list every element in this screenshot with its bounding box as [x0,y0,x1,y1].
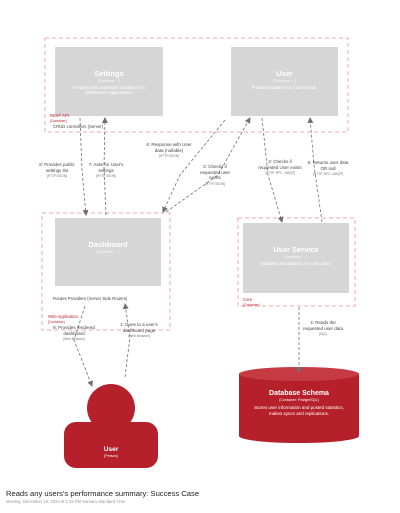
rest-api-tag-label: REST API [50,113,69,118]
user-container-type: [Container: ...] [273,79,296,83]
relationship-6-text: 6: Response with User data (nullable) [146,142,192,153]
web-app-tag: Web Application [Container] [48,314,78,324]
core-boundary [237,217,356,307]
database-description: Stores user information and posted stati… [254,405,344,416]
relationship-2-text: 2: Checks if requested user exists [199,164,231,181]
relationship-2-line [165,117,251,213]
user-container-title: User [276,69,293,78]
relationship-7-line [101,117,108,216]
relationship-8-text: 8: Provides public settings list [39,162,75,173]
relationship-2-label: 2: Checks if requested user exists [HTTP… [194,164,236,186]
relationship-3-line [261,117,284,223]
person-title: User [103,446,119,453]
relationship-1-text: 1: Goes to a user's dashboard page [120,322,158,333]
relationship-8-tech: [HTTP/JSON] [46,174,68,179]
database-cylinder [239,367,359,443]
database-title: Database Schema [269,390,329,397]
rest-api-label: CRUD controllers (Server) [53,124,104,129]
relationship-5-text: 5: Returns user data OR null [307,160,349,171]
dashboard-title: Dashboard [88,240,128,249]
relationship-8-label: 8: Provides public settings list [HTTP/J… [34,162,80,178]
relationship-6-label: 6: Response with User data (nullable) [H… [146,142,192,158]
relationship-5-label: 5: Returns user data OR null [HTTP, RPC,… [304,160,352,176]
relationship-9-label: 9: Provides rendered dashboard [Web Brow… [52,325,96,341]
core-tag-sub: [Container] [243,303,260,308]
user-container-description: Provides handlers for a user's data. [251,85,318,90]
diagram-title: Reads any users's performance summary: S… [6,489,200,498]
user-service-description: Validates and initiates user use cases. [260,261,332,266]
user-service-title: User Service [273,245,319,254]
relationship-7-text: 7: Asks for User's settings [88,162,124,173]
diagram-timestamp: Monday, December 16, 2024 at 1:32 PM Sam… [6,499,126,504]
relationship-1-line [122,303,131,378]
relationship-4-tech: [SQL] [318,332,328,337]
settings-type: [Container: ...] [97,79,121,83]
relationship-5-line [307,117,323,223]
relationship-3-label: 3: Checks if requested User exists [HTTP… [258,159,302,175]
web-app-tag-label: Web Application [48,314,78,319]
rest-api-boundary [44,37,349,133]
relationship-6-line [162,119,226,213]
rest-api-tag: REST API [Container] [50,113,69,123]
user-container[interactable]: User [Container: ...] Provides handlers … [231,47,338,116]
relationship-9-text: 9: Provides rendered dashboard [53,325,95,336]
relationship-4-label: 4: Reads the requested user data [SQL] [302,320,344,336]
settings-container[interactable]: Settings [Container: ...] Provides perso… [55,47,163,116]
database-type: [Container: PostgreSQL] [279,398,319,402]
relationship-1-tech: [Web Browser] [128,334,150,339]
web-app-tag-sub: [Container] [48,320,65,325]
user-service-type: [Container: ...] [284,255,308,259]
person-type: [Person] [104,454,118,458]
person-shape [64,384,158,468]
relationship-6-tech: [HTTP/JSON] [158,154,180,159]
relationship-7-label: 7: Asks for User's settings [HTTP/JSON] [84,162,128,178]
relationship-1-label: 1: Goes to a user's dashboard page [Web … [116,322,162,338]
relationship-5-tech: [HTTP, RPC, AMQP] [312,172,344,177]
relationship-9-line [73,305,93,387]
core-tag: Core [Container] [243,297,260,307]
relationship-3-tech: [HTTP, RPC, AMQP] [264,171,296,176]
dashboard-container[interactable]: Dashboard [Container: ...] [55,218,161,286]
relationship-2-tech: [HTTP/JSON] [204,181,226,186]
relationship-3-text: 3: Checks if requested User exists [258,159,302,170]
core-tag-label: Core [243,297,253,302]
user-service-container[interactable]: User Service [Container: ...] Validates … [243,223,349,293]
relationship-7-tech: [HTTP/JSON] [95,174,117,179]
relationship-8-line [79,117,89,216]
settings-description: Provides personalization handlers for a … [72,85,146,96]
settings-title: Settings [94,69,124,78]
person-user[interactable]: User [Person] [66,446,156,458]
relationship-4-text: 4: Reads the requested user data [302,320,344,331]
web-app-label: Routes Providers (Server Side Routes) [53,296,128,301]
dashboard-type: [Container: ...] [96,250,120,254]
relationship-9-tech: [Web Browser] [63,337,85,342]
rest-api-tag-sub: [Container] [50,119,67,124]
database-schema[interactable]: Database Schema [Container: PostgreSQL] … [239,390,359,417]
